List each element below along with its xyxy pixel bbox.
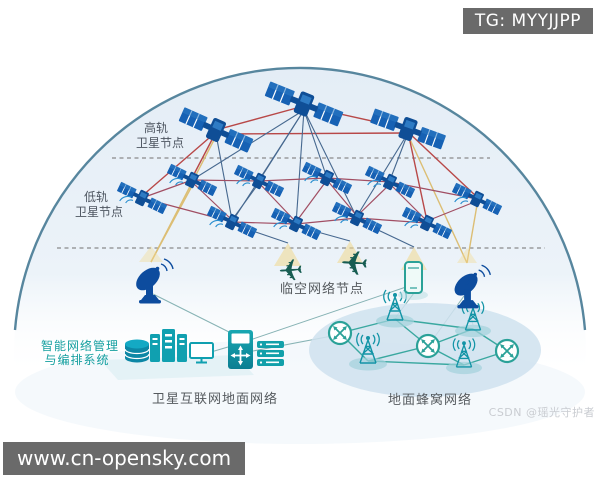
feeder-links-yellow [150, 134, 478, 264]
management-label-line2: 与编排系统 [44, 352, 109, 367]
diagram-labels: 高轨 卫星节点 低轨 卫星节点 临空网络节点 智能网络管理 与编排系统 卫星互联… [41, 120, 472, 408]
site-badge-text: www.cn-opensky.com [17, 446, 232, 470]
monitor-icon [189, 342, 214, 364]
tg-badge-text: TG: MYYJJPP [474, 11, 581, 31]
server-icon-rack [150, 329, 187, 362]
management-label-line1: 智能网络管理 [41, 338, 119, 353]
beam-cones [139, 241, 477, 270]
router-icon-cell-3 [494, 338, 520, 364]
tg-badge: TG: MYYJJPP [462, 8, 593, 34]
ground-network-label: 卫星互联网地面网络 [152, 391, 278, 407]
geo-orbit-label-line1: 高轨 [144, 120, 168, 135]
database-icon [124, 339, 150, 363]
leo-orbit-label-line2: 卫星节点 [75, 205, 123, 219]
router-icon-cell-2 [415, 333, 441, 359]
airspace-label: 临空网络节点 [280, 281, 364, 297]
site-badge: www.cn-opensky.com [3, 442, 246, 475]
csdn-watermark: CSDN @瑶光守护者 [488, 406, 595, 419]
dome-outline [13, 66, 587, 331]
geo-orbit-label-line2: 卫星节点 [136, 136, 184, 150]
airplane-icon-1: ✈ [277, 253, 305, 290]
cellular-network-label: 地面蜂窝网络 [388, 392, 472, 408]
router-icon-cell-1 [327, 320, 353, 346]
router-icon-core [228, 330, 253, 369]
airplane-icon-2: ✈ [339, 244, 370, 285]
smartphone-icon [398, 261, 428, 300]
leo-orbit-label-line1: 低轨 [84, 190, 108, 204]
server-icon-stack [257, 341, 284, 366]
